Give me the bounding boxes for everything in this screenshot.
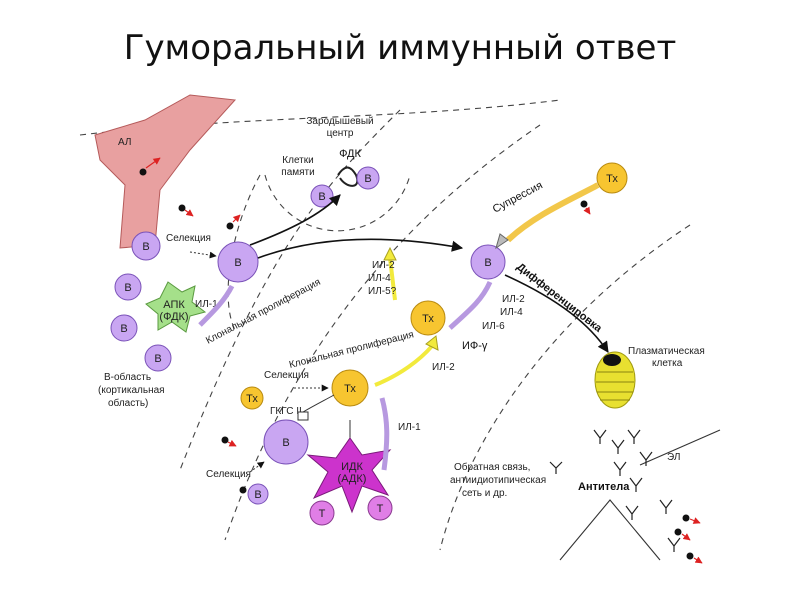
antibodies-label: Антитела [578, 481, 630, 493]
clonal-prolif-label-2: Клональная пролиферация [288, 328, 415, 371]
if-gamma-label: ИФ-γ [462, 340, 488, 352]
plasma-cell: Плазматическая клетка [594, 346, 705, 409]
t-cell-label: Т [377, 503, 384, 515]
antibodies [549, 429, 681, 552]
gkgs-label: ГКГС II [270, 406, 302, 417]
efferent-lymph-lines [559, 429, 721, 561]
th-cell-label: Тх [606, 173, 618, 185]
b-cell-label: В [318, 191, 325, 203]
b-cell-label: В [364, 173, 371, 185]
blood-vessel: АЛ [94, 94, 237, 249]
b-region-label-3: область) [108, 397, 148, 409]
feedback-label-1: Обратная связь, [454, 461, 530, 473]
feedback-label-3: сеть и др. [462, 488, 507, 499]
il2-top-label: ИЛ-2 [372, 260, 395, 271]
il2-right-label: ИЛ-2 [502, 294, 525, 305]
suppression-label: Супрессия [491, 179, 545, 215]
th-cell-label: Тх [422, 313, 434, 325]
th-cell-label: Тх [246, 393, 258, 405]
apk-label: АПК [163, 299, 185, 311]
il5-top-label: ИЛ-5? [368, 286, 397, 297]
germinal-center-label-2: центр [327, 128, 354, 139]
b-cell-label: В [120, 323, 127, 335]
il4-right-label: ИЛ-4 [500, 307, 523, 318]
main-arrows [249, 194, 464, 259]
selection-low-label: Селекция [206, 469, 251, 480]
b-cell-label: В [282, 437, 289, 449]
b-cell-label: В [254, 489, 261, 501]
idk-label: ИДК [341, 461, 363, 473]
b-cell-label: В [124, 282, 131, 294]
apk-sub-label: (ФДК) [159, 311, 188, 323]
differentiation-label: Дифференцировка [514, 261, 605, 335]
selection-label-top: Селекция [166, 233, 211, 244]
b-cell-label: В [234, 257, 241, 269]
antibody-antigens [674, 514, 703, 564]
memory-cells-label-1: Клетки [282, 155, 313, 166]
b-cell-label: В [154, 353, 161, 365]
right-cells: В Тх Тх Супрессия ИЛ-2 ИЛ-4 ИЛ-5? ИЛ-2 И… [368, 162, 628, 353]
vessel-label: АЛ [118, 137, 131, 148]
fdk-label: ФДК [339, 148, 361, 160]
selection-mid-label: Селекция [264, 370, 309, 381]
il1-left-label: ИЛ-1 [195, 299, 218, 310]
el-label: ЭЛ [667, 452, 680, 463]
germinal-center-label-1: Зародышевый [306, 116, 373, 127]
idk-sub-label: (АДК) [338, 473, 367, 485]
b-cell-label: В [142, 241, 149, 253]
il6-right-label: ИЛ-6 [482, 321, 505, 332]
plasma-cell-label-1: Плазматическая [628, 346, 705, 357]
plasma-cell-label-2: клетка [652, 358, 683, 369]
b-region-label-1: В-область [104, 371, 151, 383]
germinal-center: Зародышевый центр ФДК Клетки памяти В В [281, 116, 380, 208]
middle-region: Тх Клональная пролиферация Селекция ИЛ-2… [206, 328, 455, 526]
il1-mid-label: ИЛ-1 [398, 422, 421, 433]
memory-cells-label-2: памяти [281, 167, 314, 178]
il2-mid-label: ИЛ-2 [432, 362, 455, 373]
th-cell-label: Тх [344, 383, 356, 395]
page-title: Гуморальный иммунный ответ [123, 28, 677, 68]
b-region-label-2: (кортикальная [98, 385, 165, 396]
feedback-label-2: антиидиотипическая [450, 475, 546, 486]
t-cell-label: Т [319, 508, 326, 520]
il4-top-label: ИЛ-4 [368, 273, 391, 284]
b-cell-label: В [484, 257, 491, 269]
